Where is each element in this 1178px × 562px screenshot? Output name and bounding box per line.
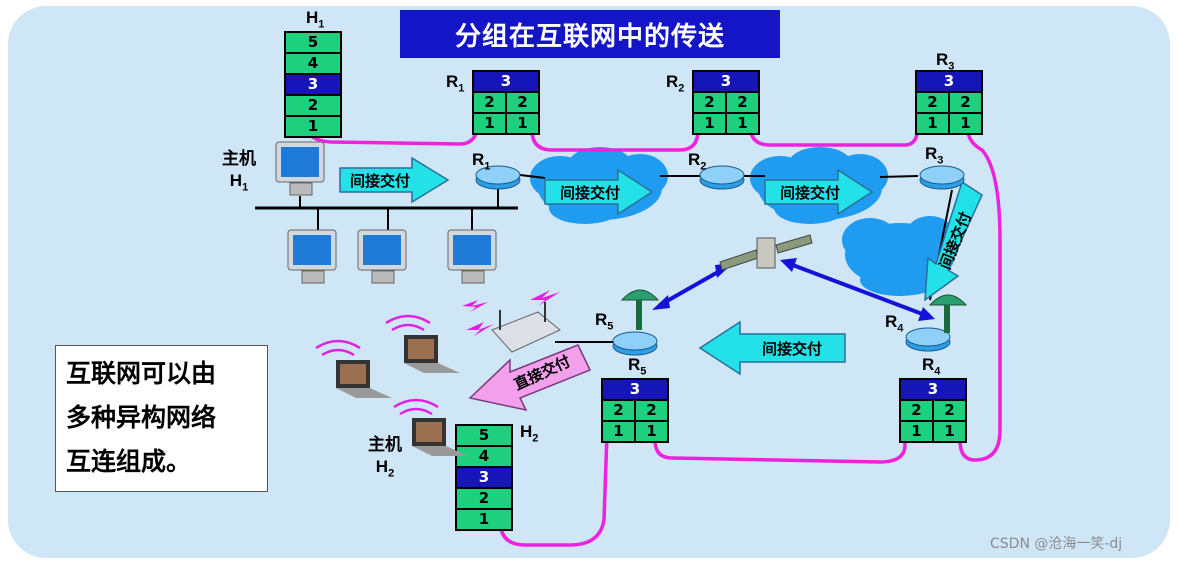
satellite-link-left — [652, 263, 733, 310]
lightning-icons — [462, 290, 560, 336]
host1-layer-2: 2 — [285, 95, 341, 116]
watermark: CSDN @沧海一笑-dj — [990, 536, 1123, 552]
r5-layer-1a: 1 — [602, 421, 635, 442]
host2-caption: 主机 H2 — [368, 434, 402, 484]
indirect-label-2: 间接交付 — [560, 185, 621, 202]
r4-layer-3: 3 — [900, 379, 966, 400]
note-line-1: 互联网可以由 — [66, 359, 217, 388]
host2-layer-1: 1 — [456, 509, 512, 530]
satellite-link-right — [780, 258, 935, 321]
host2-layer-2: 2 — [456, 488, 512, 509]
r2-layer-1b: 1 — [726, 113, 759, 134]
wireless-signal-icons — [315, 314, 439, 416]
satellite-icon — [719, 234, 813, 271]
r2-layer-3: 3 — [693, 71, 759, 92]
router-r2-label: R2 — [688, 150, 707, 173]
host1-caption-line1: 主机 — [222, 149, 256, 168]
r1-layer-2b: 2 — [506, 92, 539, 113]
router-r5-stack-label: R5 — [628, 355, 647, 378]
host1-caption: 主机 H1 — [222, 148, 256, 198]
host2-layer-5: 5 — [456, 425, 512, 446]
router-r4-label: R4 — [885, 312, 904, 335]
r4-layer-1a: 1 — [900, 421, 933, 442]
host2-stack: 5 4 3 2 1 — [455, 424, 513, 531]
r5-layer-3: 3 — [602, 379, 668, 400]
host2-layer-3: 3 — [456, 467, 512, 488]
host1-layer-3: 3 — [285, 74, 341, 95]
r1-layer-2a: 2 — [473, 92, 506, 113]
host1-layer-4: 4 — [285, 53, 341, 74]
r1-layer-3: 3 — [473, 71, 539, 92]
r2-layer-2b: 2 — [726, 92, 759, 113]
r5-layer-2a: 2 — [602, 400, 635, 421]
router-r5-label: R5 — [595, 310, 614, 333]
host2-caption-line1: 主机 — [368, 435, 402, 454]
r5-layer-1b: 1 — [635, 421, 668, 442]
r2-layer-2a: 2 — [693, 92, 726, 113]
r4-layer-2a: 2 — [900, 400, 933, 421]
r1-layer-1a: 1 — [473, 113, 506, 134]
r3-layer-1a: 1 — [916, 113, 949, 134]
r3-layer-2b: 2 — [949, 92, 982, 113]
r2-layer-1a: 1 — [693, 113, 726, 134]
diagram-title: 分组在互联网中的传送 — [400, 10, 780, 58]
indirect-label-3: 间接交付 — [780, 185, 841, 202]
indirect-label-4: 间接交付 — [762, 341, 823, 358]
note-line-3: 互连组成。 — [66, 447, 192, 476]
host1-stack: 5 4 3 2 1 — [284, 31, 342, 138]
r1-layer-1b: 1 — [506, 113, 539, 134]
host1-label: H1 — [306, 8, 325, 31]
r4-layer-2b: 2 — [933, 400, 966, 421]
indirect-label-1: 间接交付 — [350, 173, 411, 190]
router-r1-stack-label: R1 — [446, 72, 465, 95]
router-r2-stack-label: R2 — [666, 72, 685, 95]
note-line-2: 多种异构网络 — [66, 403, 217, 432]
r4-layer-1b: 1 — [933, 421, 966, 442]
host2-caption-line2: H2 — [375, 457, 395, 480]
router-r1-label: R1 — [472, 150, 491, 173]
r3-layer-3: 3 — [916, 71, 982, 92]
host1-layer-1: 1 — [285, 116, 341, 137]
host2-label: H2 — [520, 422, 539, 445]
r3-layer-2a: 2 — [916, 92, 949, 113]
router-r3-label: R3 — [925, 144, 944, 167]
host1-layer-5: 5 — [285, 32, 341, 53]
host1-caption-line2: H1 — [229, 171, 249, 194]
router-r3-stack-label: R3 — [936, 50, 955, 73]
router-r4-stack-label: R4 — [922, 355, 941, 378]
note-box: 互联网可以由 多种异构网络 互连组成。 — [55, 345, 268, 492]
r5-layer-2b: 2 — [635, 400, 668, 421]
host2-layer-4: 4 — [456, 446, 512, 467]
r3-layer-1b: 1 — [949, 113, 982, 134]
